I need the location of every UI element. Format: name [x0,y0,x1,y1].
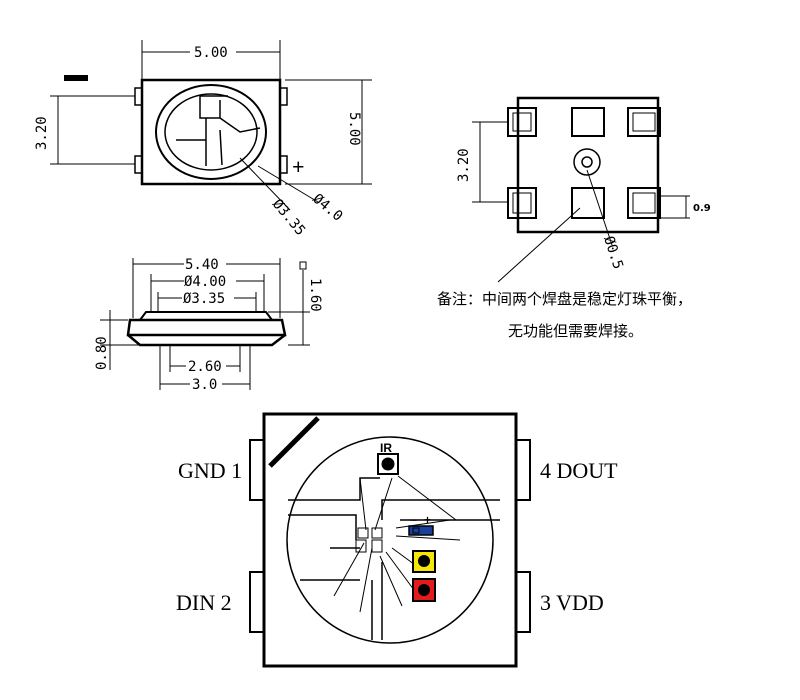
bottom-pad-tr [627,107,661,137]
ir-label: IR [380,441,392,455]
side-view-height-label: 1.60 [307,278,323,312]
ir-sensor [381,457,395,471]
ic-chip-2 [371,539,383,553]
bottom-pad-tl [507,107,537,137]
side-view-pad-inner-label: 2.60 [188,359,222,375]
pinout-body [262,412,518,668]
bottom-view-center-dia-label: Ø0.5 [600,234,626,271]
pin-label-dout: 4 DOUT [540,458,618,483]
side-view: 5.40 Ø4.00 Ø3.35 1.60 0.80 2.60 [94,257,323,393]
pin-tab-vdd [515,571,531,633]
top-view-width-label: 5.00 [194,45,228,61]
top-view-minus-sign [64,75,88,81]
side-view-base-label: 0.80 [94,336,110,370]
pinout-diagram: IR − + GND 1 DIN 2 3 VDD 4 DOUT [176,412,618,668]
side-view-outer-dia-label: Ø4.00 [184,274,226,290]
pin1-chamfer [268,416,320,468]
polarity-minus: − [410,513,417,527]
top-view-pad-right-bottom [279,155,288,174]
pin-label-din: DIN 2 [176,590,232,615]
led-chip-1 [357,527,369,539]
top-view-inner-dia-label: Ø3.35 [269,196,308,239]
pin-tab-din [249,571,265,633]
top-view-height-label: 5.00 [346,112,362,146]
top-view-body [140,78,282,186]
pin-label-gnd: GND 1 [178,458,242,483]
bottom-view-pad-height-label: 0.9 [693,203,711,214]
top-view-lens-outer [155,84,267,180]
pinout-lens [286,436,494,644]
yellow-chip-dot [418,555,430,567]
bottom-pad-bl [507,187,537,219]
top-view-outer-dia-label: Ø4.0 [309,191,345,225]
top-view-pitch-label: 3.20 [34,116,50,150]
top-view: 5.00 5.00 3.20 + Ø3.35 Ø4.0 [34,40,372,239]
note-line-2: 无功能但需要焊接。 [508,322,643,340]
bottom-pad-br [627,187,661,219]
top-view-pad-right-top [279,87,288,106]
polarity-plus: + [424,513,431,527]
bottom-view: 3.20 0.9 Ø0.5 [456,96,711,283]
side-view-package [126,318,287,337]
side-view-inner-dia-label: Ø3.35 [183,291,225,307]
red-chip-dot [418,584,430,596]
pinout-bond-wires [333,475,461,613]
pin-tab-gnd [249,439,265,501]
bottom-view-pitch-label: 3.20 [456,148,472,182]
led-chip-2 [371,527,383,539]
pin-label-vdd: 3 VDD [540,590,604,615]
side-view-width-label: 5.40 [185,257,219,273]
pin-tab-dout [515,439,531,501]
ic-chip-1 [355,539,367,553]
top-view-lens-inner [164,93,258,171]
note-line-1: 备注：中间两个焊盘是稳定灯珠平衡， [437,290,692,308]
ir-component [377,453,399,475]
top-view-traces [176,95,261,166]
side-view-pad-outer-label: 3.0 [192,377,217,393]
bottom-pad-bc [571,187,605,219]
bottom-pad-tc [571,107,605,137]
bottom-view-body [516,96,660,234]
blue-led-chip [408,525,434,536]
bottom-center-hole-inner [581,156,593,168]
top-view-plus-label: + [292,154,305,179]
bottom-center-hole-outer [573,148,601,176]
